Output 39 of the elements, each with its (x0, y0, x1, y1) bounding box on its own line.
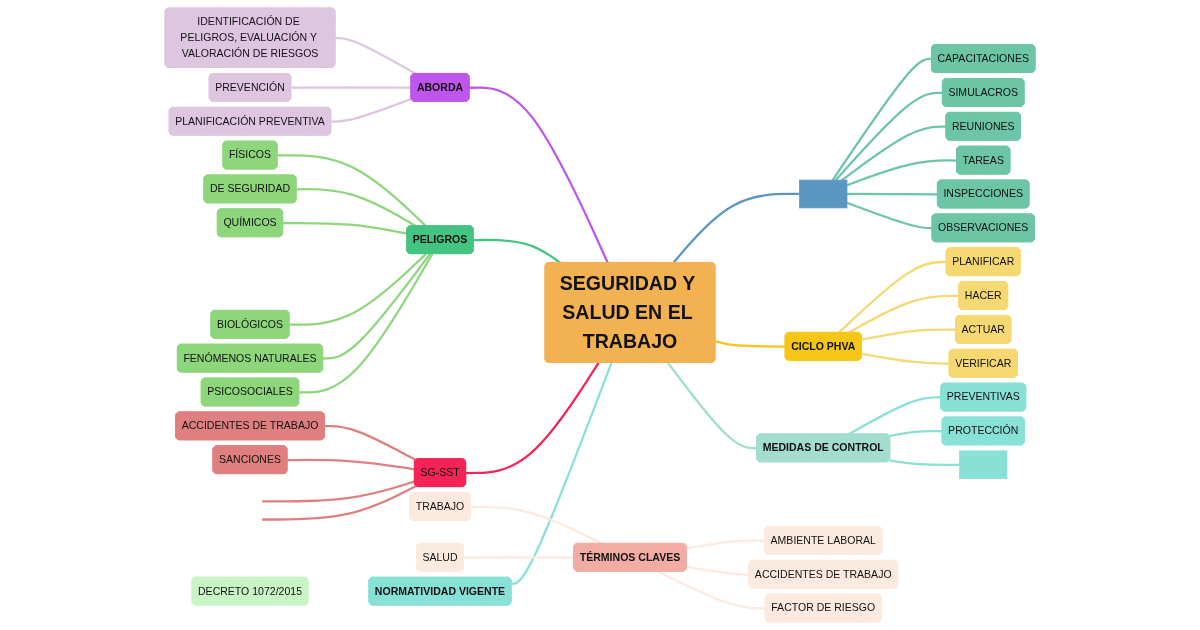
connector (277, 154, 427, 227)
connector (299, 253, 434, 394)
connector (846, 201, 933, 230)
connector (289, 253, 427, 326)
connector (657, 570, 766, 610)
connector (847, 192, 938, 196)
connector (473, 238, 561, 264)
connector (686, 539, 765, 550)
connector (323, 253, 431, 360)
connector (861, 352, 950, 365)
connector (331, 97, 412, 123)
connector (834, 91, 943, 181)
connector (667, 362, 758, 450)
connector (469, 86, 609, 264)
connector (715, 340, 786, 348)
connector (291, 86, 412, 89)
connector (889, 430, 943, 438)
connector (831, 57, 932, 181)
connector (287, 458, 415, 471)
connector (672, 192, 800, 264)
connector (686, 565, 750, 576)
connector (848, 294, 960, 334)
connector (837, 260, 947, 334)
connector (262, 485, 417, 521)
connector (283, 221, 408, 235)
connector (861, 328, 956, 341)
connector (463, 556, 575, 559)
connector (466, 362, 600, 475)
connector (470, 505, 603, 545)
node-box (959, 450, 1008, 480)
connector (262, 480, 416, 503)
connector (511, 362, 613, 586)
connector (841, 125, 947, 181)
connector (846, 159, 957, 187)
node-box (799, 179, 848, 209)
connector (335, 36, 417, 75)
connector (848, 396, 942, 436)
connector (324, 425, 417, 462)
connector (889, 459, 960, 466)
